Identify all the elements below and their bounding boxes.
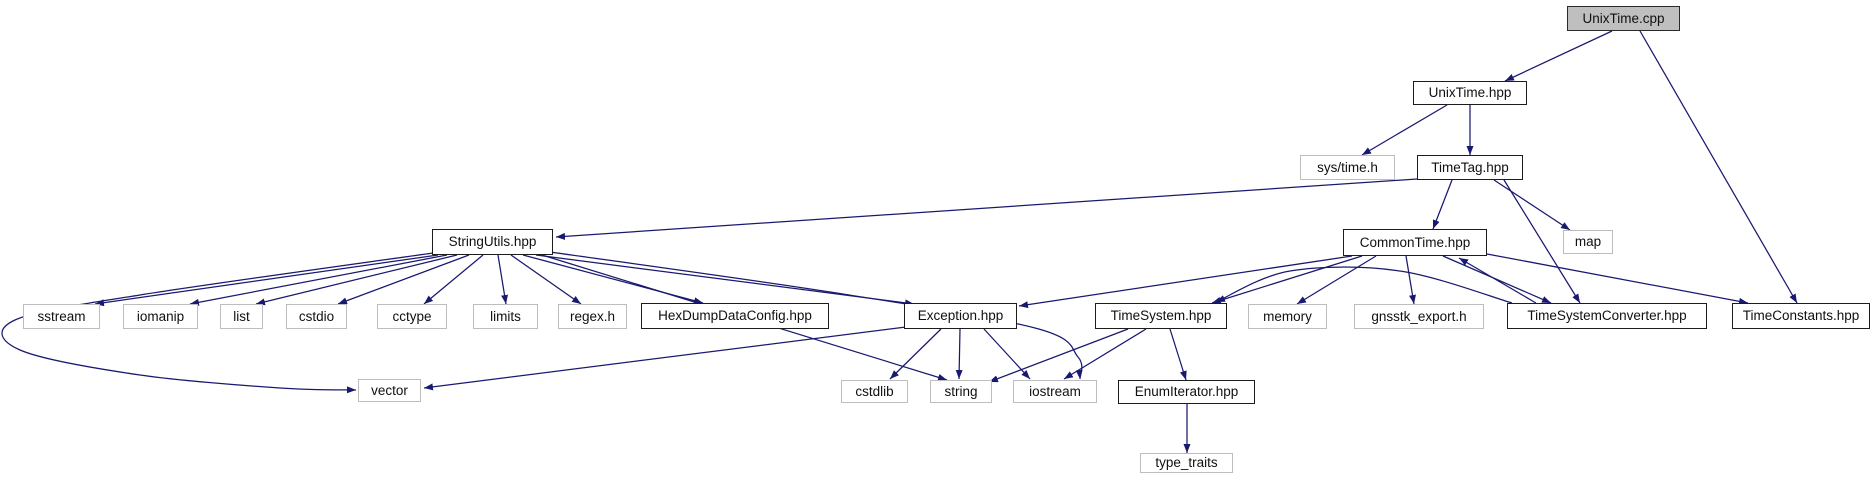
edge-stringutils-hpp-to-list <box>255 254 458 306</box>
node-limits: limits <box>473 304 538 329</box>
node-memory: memory <box>1248 304 1327 329</box>
node-iostream: iostream <box>1013 380 1097 403</box>
edge-timesystemconverter-hpp-to-timesystem-hpp <box>1215 266 1513 304</box>
edge-commontime-hpp-to-timeconstants-hpp <box>1486 253 1749 305</box>
node-hexdumpdataconfig-hpp[interactable]: HexDumpDataConfig.hpp <box>641 303 829 329</box>
node-string: string <box>930 380 992 403</box>
edge-stringutils-hpp-to-limits <box>497 254 509 305</box>
node-map: map <box>1563 230 1613 254</box>
node-unixtime-hpp[interactable]: UnixTime.hpp <box>1413 81 1527 105</box>
node-cctype: cctype <box>377 304 447 329</box>
edge-commontime-hpp-to-gnsstk-export-h <box>1405 255 1416 305</box>
edge-stringutils-hpp-to-cctype <box>423 254 484 305</box>
edge-timesystemconverter-hpp-to-commontime-hpp <box>1458 257 1537 304</box>
edge-timetag-hpp-to-timesystemconverter-hpp <box>1503 179 1581 304</box>
node-enumiterator-hpp[interactable]: EnumIterator.hpp <box>1118 380 1255 404</box>
edge-stringutils-hpp-to-vector <box>1 252 434 394</box>
edge-unixtime-hpp-to-sys-time-h <box>1361 104 1448 156</box>
edge-unixtime-cpp-to-timeconstants-hpp <box>1639 30 1798 304</box>
edge-exception-hpp-to-string <box>955 328 963 380</box>
edge-timetag-hpp-to-stringutils-hpp <box>555 178 1418 240</box>
edge-commontime-hpp-to-exception-hpp <box>1018 255 1353 309</box>
node-iomanip: iomanip <box>123 304 198 329</box>
node-timeconstants-hpp[interactable]: TimeConstants.hpp <box>1732 303 1870 329</box>
edge-timetag-hpp-to-commontime-hpp <box>1432 179 1453 230</box>
node-type-traits: type_traits <box>1140 453 1233 473</box>
edge-exception-hpp-to-cstdlib <box>889 328 942 380</box>
node-stringutils-hpp[interactable]: StringUtils.hpp <box>432 229 553 255</box>
edge-timesystem-hpp-to-iostream <box>1063 328 1147 380</box>
edge-timesystem-hpp-to-enumiterator-hpp <box>1169 328 1187 381</box>
node-cstdlib: cstdlib <box>841 380 908 403</box>
node-timesystemconverter-hpp[interactable]: TimeSystemConverter.hpp <box>1507 303 1707 329</box>
node-sys-time-h: sys/time.h <box>1300 155 1395 180</box>
edge-exception-hpp-to-vector <box>423 326 907 391</box>
node-commontime-hpp[interactable]: CommonTime.hpp <box>1343 229 1487 256</box>
edge-exception-hpp-to-iostream <box>983 328 1031 380</box>
edge-commontime-hpp-to-timesystem-hpp <box>1211 255 1363 304</box>
node-unixtime-cpp: UnixTime.cpp <box>1567 6 1680 31</box>
edge-unixtime-cpp-to-unixtime-hpp <box>1504 30 1613 82</box>
node-timesystem-hpp[interactable]: TimeSystem.hpp <box>1095 303 1227 329</box>
edge-stringutils-hpp-to-cstdio <box>337 254 470 305</box>
node-regex-h: regex.h <box>558 304 627 329</box>
node-sstream: sstream <box>23 304 100 329</box>
node-gnsstk-export-h: gnsstk_export.h <box>1354 304 1484 329</box>
edge-timetag-hpp-to-map <box>1493 179 1571 231</box>
edge-commontime-hpp-to-memory <box>1296 255 1377 305</box>
edge-stringutils-hpp-to-iomanip <box>189 254 448 306</box>
edge-stringutils-hpp-to-regex-h <box>510 254 582 305</box>
node-timetag-hpp[interactable]: TimeTag.hpp <box>1417 155 1523 180</box>
node-cstdio: cstdio <box>286 304 347 329</box>
edge-stringutils-hpp-to-sstream <box>94 254 439 307</box>
edge-timesystem-hpp-to-string <box>988 328 1129 383</box>
node-vector: vector <box>358 379 421 402</box>
node-list: list <box>220 304 263 329</box>
node-exception-hpp[interactable]: Exception.hpp <box>904 303 1017 329</box>
